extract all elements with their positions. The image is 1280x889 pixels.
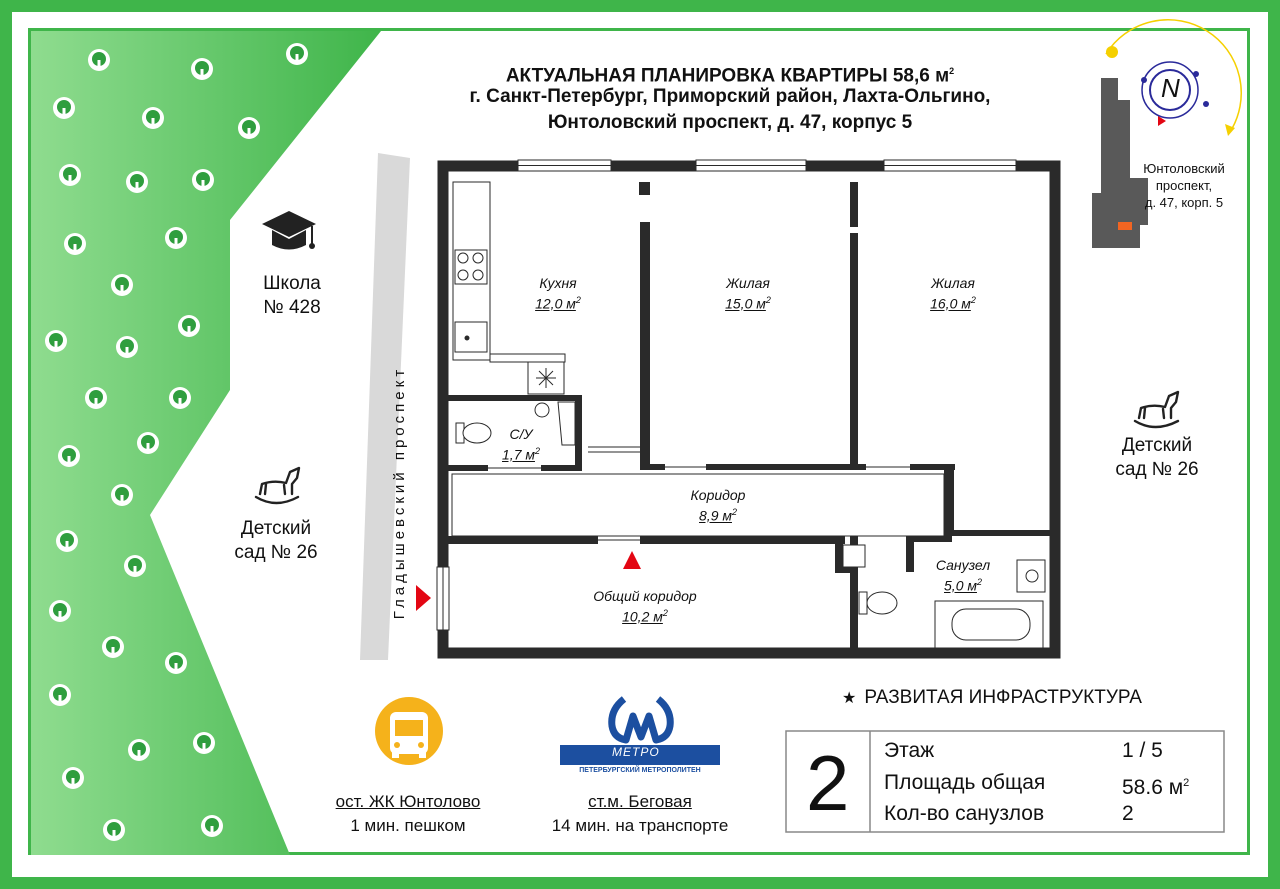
info-value-area-text: 58.6 м xyxy=(1122,776,1184,799)
room-living1-sup: 2 xyxy=(765,295,771,305)
room-bath-area: 5,0 м xyxy=(944,577,977,594)
building-minimap xyxy=(1092,78,1148,248)
metro-station-info: ст.м. Беговая 14 мин. на транспорте xyxy=(520,790,760,838)
info-label-area: Площадь общая xyxy=(884,771,1046,794)
school-line2: № 428 xyxy=(263,297,321,318)
rocking-horse-icon-left xyxy=(254,466,301,505)
kindergarten-right-line2: сад № 26 xyxy=(1115,459,1199,480)
kindergarten-left-line1: Детский xyxy=(240,518,312,539)
room-wc: С/У 1,7 м2 xyxy=(486,426,556,464)
info-value-area-sup: 2 xyxy=(1183,777,1190,789)
room-living2-area: 16,0 м xyxy=(930,295,971,312)
bus-stop-time: 1 мин. пешком xyxy=(350,816,466,835)
kindergarten-left-label: Детский сад № 26 xyxy=(216,517,336,565)
location-label-line2: проспект, xyxy=(1155,178,1213,193)
kindergarten-left-line2: сад № 26 xyxy=(234,542,318,563)
street-name: Гладышевский проспект xyxy=(391,365,409,620)
location-marker xyxy=(1118,222,1132,230)
location-label-line3: д. 47, корп. 5 xyxy=(1144,195,1224,210)
info-value-area: 58.6 м2 xyxy=(1122,770,1189,801)
header-address-1: г. Санкт-Петербург, Приморский район, Ла… xyxy=(469,86,991,107)
metro-logo-icon xyxy=(560,696,720,765)
room-wc-name: С/У xyxy=(509,426,533,442)
room-living1-name: Жилая xyxy=(726,275,770,291)
room-common-area: 10,2 м xyxy=(622,608,663,625)
park-area xyxy=(31,31,381,855)
compass-label: N xyxy=(1161,73,1180,103)
room-living2-sup: 2 xyxy=(970,295,976,305)
graduation-cap-icon xyxy=(262,211,316,250)
room-kitchen-sup: 2 xyxy=(575,295,581,305)
room-living2-name: Жилая xyxy=(931,275,975,291)
metro-station-name: ст.м. Беговая xyxy=(588,792,692,811)
info-value-bathrooms: 2 xyxy=(1122,802,1134,825)
metro-logo-text: МЕТРО xyxy=(612,745,660,759)
room-kitchen: Кухня 12,0 м2 xyxy=(508,275,608,313)
school-label: Школа № 428 xyxy=(232,272,352,320)
entrance-arrow xyxy=(623,551,641,569)
header-line1: АКТУАЛЬНАЯ ПЛАНИРОВКА КВАРТИРЫ 58,6 м xyxy=(505,65,950,87)
room-bath-name: Санузел xyxy=(935,557,991,573)
room-corridor: Коридор 8,9 м2 xyxy=(668,487,768,525)
room-kitchen-area: 12,0 м xyxy=(535,295,576,312)
street-road xyxy=(360,153,410,660)
location-label-line1: Юнтоловский xyxy=(1143,161,1225,176)
rocking-horse-icon-right xyxy=(1133,390,1180,429)
metro-station-time: 14 мин. на транспорте xyxy=(551,816,729,835)
room-kitchen-name: Кухня xyxy=(539,275,577,291)
header-address-2: Юнтоловский проспект, д. 47, корпус 5 xyxy=(547,112,913,133)
infrastructure-label: ★ РАЗВИТАЯ ИНФРАСТРУКТУРА xyxy=(842,687,1142,709)
info-value-floor: 1 / 5 xyxy=(1122,739,1163,762)
room-living1-area: 15,0 м xyxy=(725,295,766,312)
header-title: АКТУАЛЬНАЯ ПЛАНИРОВКА КВАРТИРЫ 58,6 м2 xyxy=(420,58,1040,89)
room-wc-sup: 2 xyxy=(534,446,540,456)
bus-icon xyxy=(375,697,443,765)
star-icon: ★ xyxy=(842,690,857,707)
room-common-name: Общий коридор xyxy=(593,588,697,604)
room-common: Общий коридор 10,2 м2 xyxy=(575,588,715,626)
side-entrance-arrow xyxy=(416,585,431,611)
kindergarten-right-label: Детский сад № 26 xyxy=(1097,434,1217,482)
info-label-bathrooms: Кол-во санузлов xyxy=(884,802,1045,825)
room-common-sup: 2 xyxy=(662,608,668,618)
room-corridor-area: 8,9 м xyxy=(699,507,732,524)
school-line1: Школа xyxy=(263,273,321,294)
compass-icon xyxy=(1105,19,1242,136)
metro-logo-subtext: ПЕТЕРБУРГСКИЙ МЕТРОПОЛИТЕН xyxy=(579,767,701,774)
info-box xyxy=(785,730,1225,833)
room-corridor-sup: 2 xyxy=(731,507,737,517)
room-corridor-name: Коридор xyxy=(690,487,746,503)
kindergarten-right-line1: Детский xyxy=(1121,435,1193,456)
infrastructure-text: РАЗВИТАЯ ИНФРАСТРУКТУРА xyxy=(864,687,1142,708)
room-bath-sup: 2 xyxy=(976,577,982,587)
bus-stop-name: ост. ЖК Юнтолово xyxy=(335,792,481,811)
bus-stop-info: ост. ЖК Юнтолово 1 мин. пешком xyxy=(298,790,518,838)
header-sup: 2 xyxy=(949,66,955,76)
floor-plan xyxy=(416,159,1061,659)
location-label: Юнтоловский проспект, д. 47, корп. 5 xyxy=(1127,160,1241,211)
info-label-floor: Этаж xyxy=(884,739,935,762)
room-wc-area: 1,7 м xyxy=(502,446,535,463)
rooms-count: 2 xyxy=(806,739,850,827)
room-bath: Санузел 5,0 м2 xyxy=(918,557,1008,595)
room-living2: Жилая 16,0 м2 xyxy=(903,275,1003,313)
inner-border xyxy=(28,28,1250,855)
room-living1: Жилая 15,0 м2 xyxy=(698,275,798,313)
